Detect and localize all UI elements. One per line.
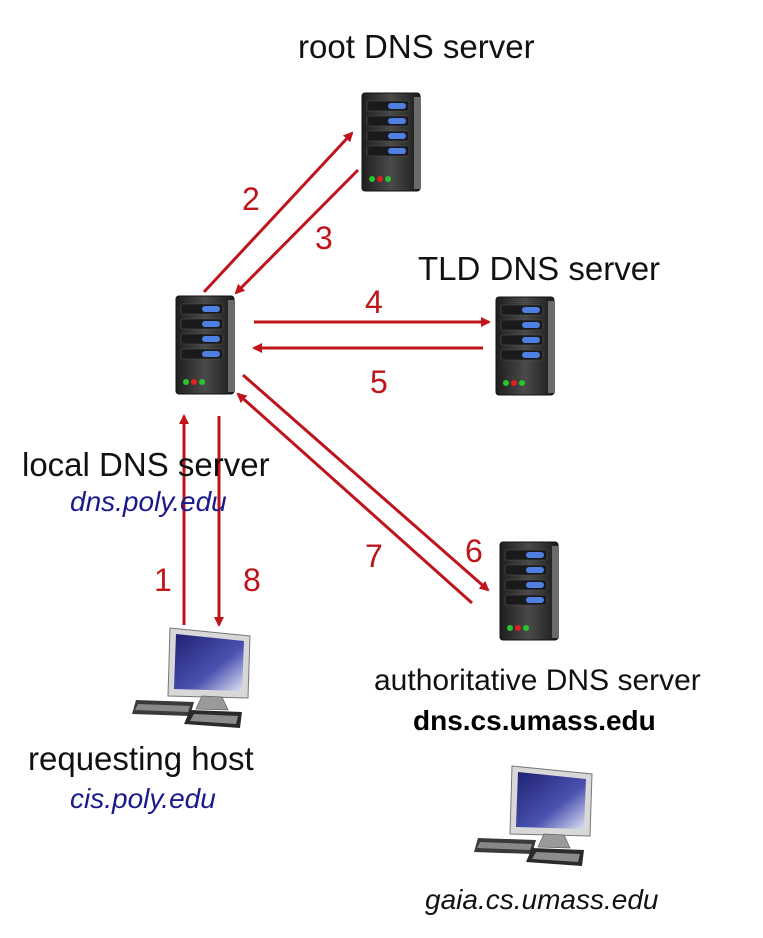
tld-server-icon	[495, 296, 556, 396]
target-host-hostname: gaia.cs.umass.edu	[425, 884, 659, 915]
arrow-step-3	[234, 168, 360, 295]
authoritative-server-label: authoritative DNS server	[374, 664, 701, 697]
authoritative-server-hostname: dns.cs.umass.edu	[413, 705, 656, 736]
arrow-step-6	[242, 373, 490, 592]
requesting-host-icon	[131, 627, 251, 729]
requesting-host-hostname: cis.poly.edu	[70, 783, 216, 814]
arrow-step-2	[202, 131, 354, 294]
step-label-1: 1	[154, 562, 172, 598]
local-server-hostname: dns.poly.edu	[70, 486, 227, 517]
step-label-3: 3	[315, 220, 333, 256]
authoritative-server-icon	[499, 541, 560, 641]
step-label-6: 6	[465, 533, 483, 569]
arrow-step-7	[236, 392, 473, 605]
step-label-2: 2	[242, 181, 260, 217]
root-server-label: root DNS server	[298, 28, 535, 65]
step-label-8: 8	[243, 562, 261, 598]
local-server-icon	[175, 295, 236, 395]
gaia-host-icon	[473, 765, 593, 867]
tld-server-label: TLD DNS server	[418, 250, 661, 287]
local-server-label: local DNS server	[22, 446, 270, 483]
root-server-icon	[361, 92, 422, 192]
step-label-7: 7	[365, 538, 383, 574]
step-label-5: 5	[370, 364, 388, 400]
requesting-host-label: requesting host	[28, 740, 254, 777]
step-label-4: 4	[365, 284, 383, 320]
